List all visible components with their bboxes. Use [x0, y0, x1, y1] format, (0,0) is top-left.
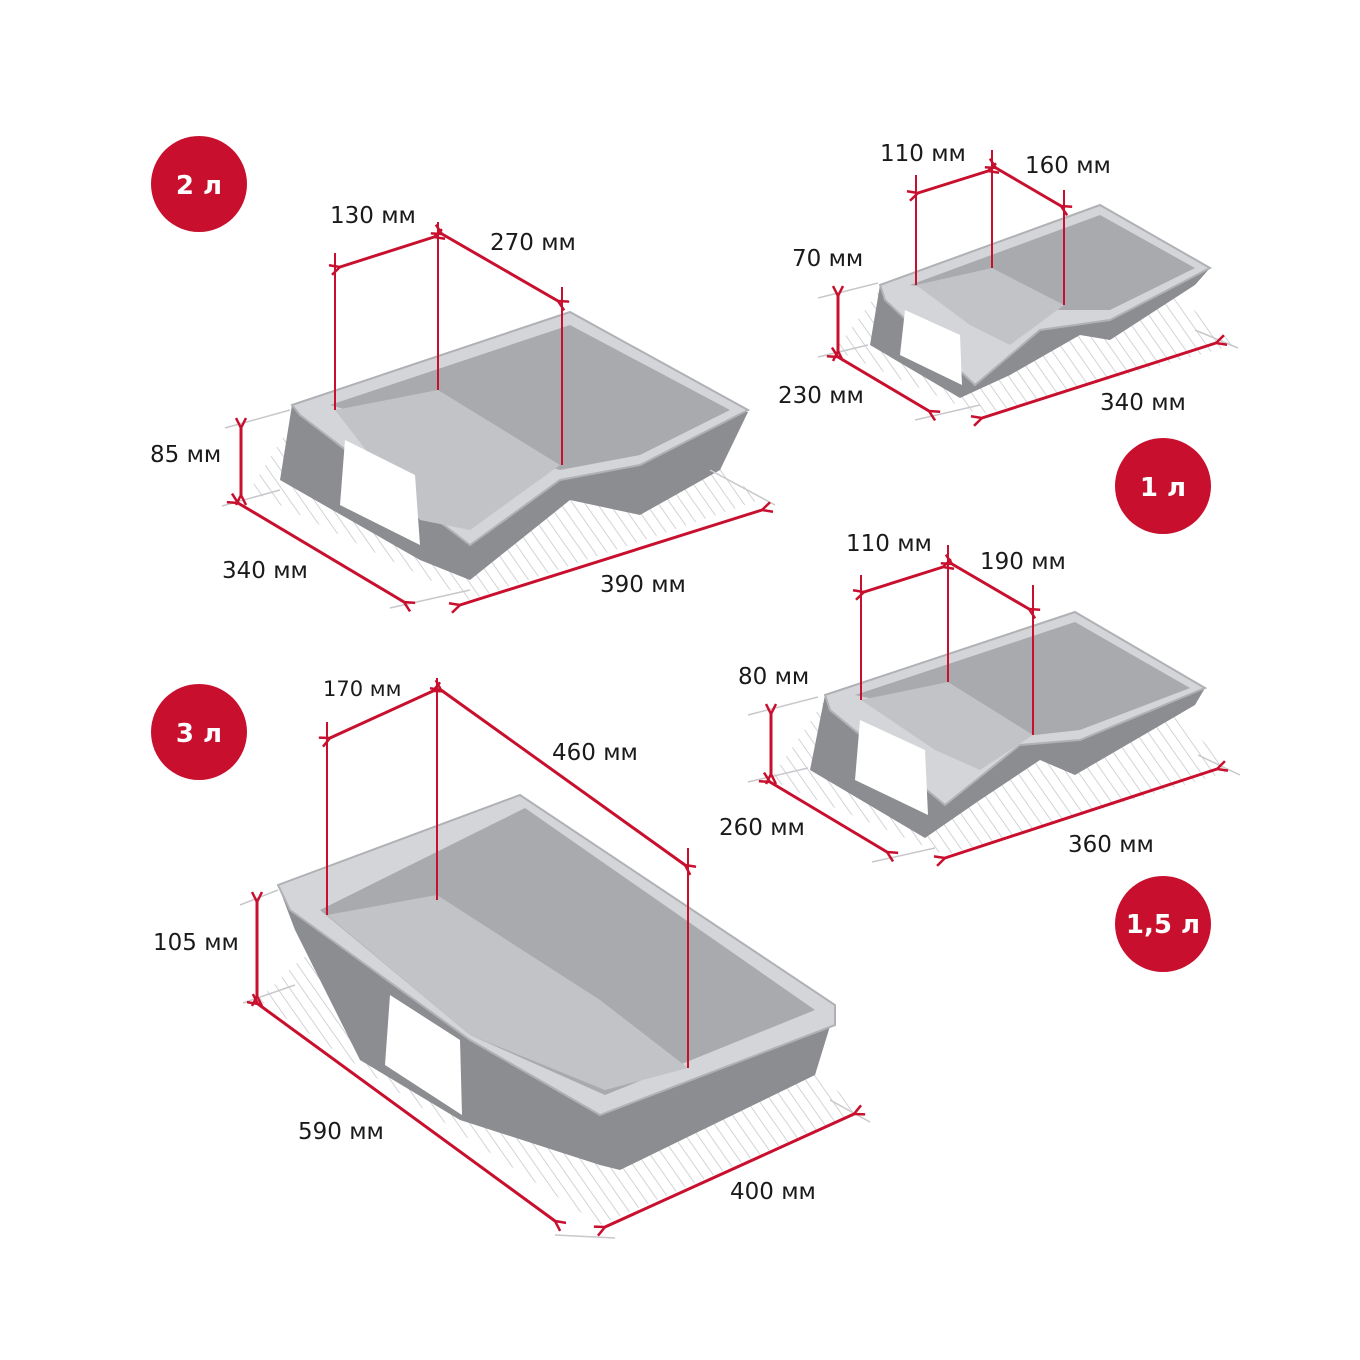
badge-3l: 3 л: [151, 684, 247, 780]
label-width: 260 мм: [719, 815, 805, 841]
dim-line-length: [982, 343, 1216, 418]
label-length: 400 мм: [730, 1179, 816, 1205]
svg-text:2 л: 2 л: [176, 171, 222, 201]
dim-line-width: [258, 1004, 555, 1221]
tray-ribs: [327, 895, 688, 1090]
tray-1-5l: [770, 610, 1235, 855]
dim-line-width: [838, 357, 929, 411]
dim-line-basin: [952, 564, 1029, 609]
dim-line-reservoir: [918, 171, 988, 193]
dim-line-reservoir: [340, 237, 434, 267]
label-length: 360 мм: [1068, 832, 1154, 858]
svg-text:1,5 л: 1,5 л: [1126, 910, 1200, 940]
badge-1l: 1 л: [1115, 438, 1211, 534]
dimensions-1-5l: 110 мм 190 мм 80 мм 260 мм 360 мм: [719, 531, 1241, 862]
label-reservoir-width: 110 мм: [846, 531, 932, 557]
svg-text:1 л: 1 л: [1140, 473, 1186, 503]
label-basin-length: 270 мм: [490, 230, 576, 256]
dim-line-basin: [442, 234, 558, 301]
label-width: 230 мм: [778, 383, 864, 409]
tray-ribs: [916, 268, 1064, 345]
dim-line-width: [770, 782, 887, 852]
label-basin-length: 460 мм: [552, 740, 638, 766]
dimensions-2l: 130 мм 270 мм 85 мм 340 мм 390 мм: [150, 203, 776, 608]
label-width: 340 мм: [222, 558, 308, 584]
label-reservoir-width: 170 мм: [323, 677, 401, 701]
tray-basin: [330, 325, 730, 470]
tray-handle-opening: [855, 720, 928, 815]
label-basin-length: 190 мм: [980, 549, 1066, 575]
dim-line-length: [460, 510, 762, 605]
dim-line-reservoir: [330, 691, 433, 738]
dim-line-basin: [441, 690, 685, 865]
label-height: 70 мм: [792, 246, 863, 272]
label-reservoir-width: 110 мм: [880, 141, 966, 167]
dim-line-basin: [996, 168, 1061, 206]
tray-basin: [320, 808, 815, 1095]
dimensions-1l: 110 мм 160 мм 70 мм 230 мм 340 мм: [778, 141, 1239, 420]
label-length: 340 мм: [1100, 390, 1186, 416]
label-reservoir-width: 130 мм: [330, 203, 416, 229]
label-height: 105 мм: [153, 930, 239, 956]
dim-line-width: [238, 503, 404, 602]
dim-line-reservoir: [864, 567, 943, 592]
label-height: 80 мм: [738, 664, 809, 690]
badge-2l: 2 л: [151, 136, 247, 232]
tray-ribs: [861, 682, 1033, 770]
label-length: 390 мм: [600, 572, 686, 598]
badge-1-5l: 1,5 л: [1115, 876, 1211, 972]
label-height: 85 мм: [150, 442, 221, 468]
dim-line-length: [945, 769, 1217, 858]
tray-1l: [835, 203, 1235, 415]
dim-line-length: [605, 1114, 854, 1227]
tray-ribs: [335, 390, 560, 530]
dimensions-3l: 170 мм 460 мм 105 мм 590 мм 400 мм: [153, 677, 871, 1239]
label-width: 590 мм: [298, 1119, 384, 1145]
label-basin-length: 160 мм: [1025, 153, 1111, 179]
tray-3l: [258, 793, 860, 1225]
svg-text:3 л: 3 л: [176, 719, 222, 749]
